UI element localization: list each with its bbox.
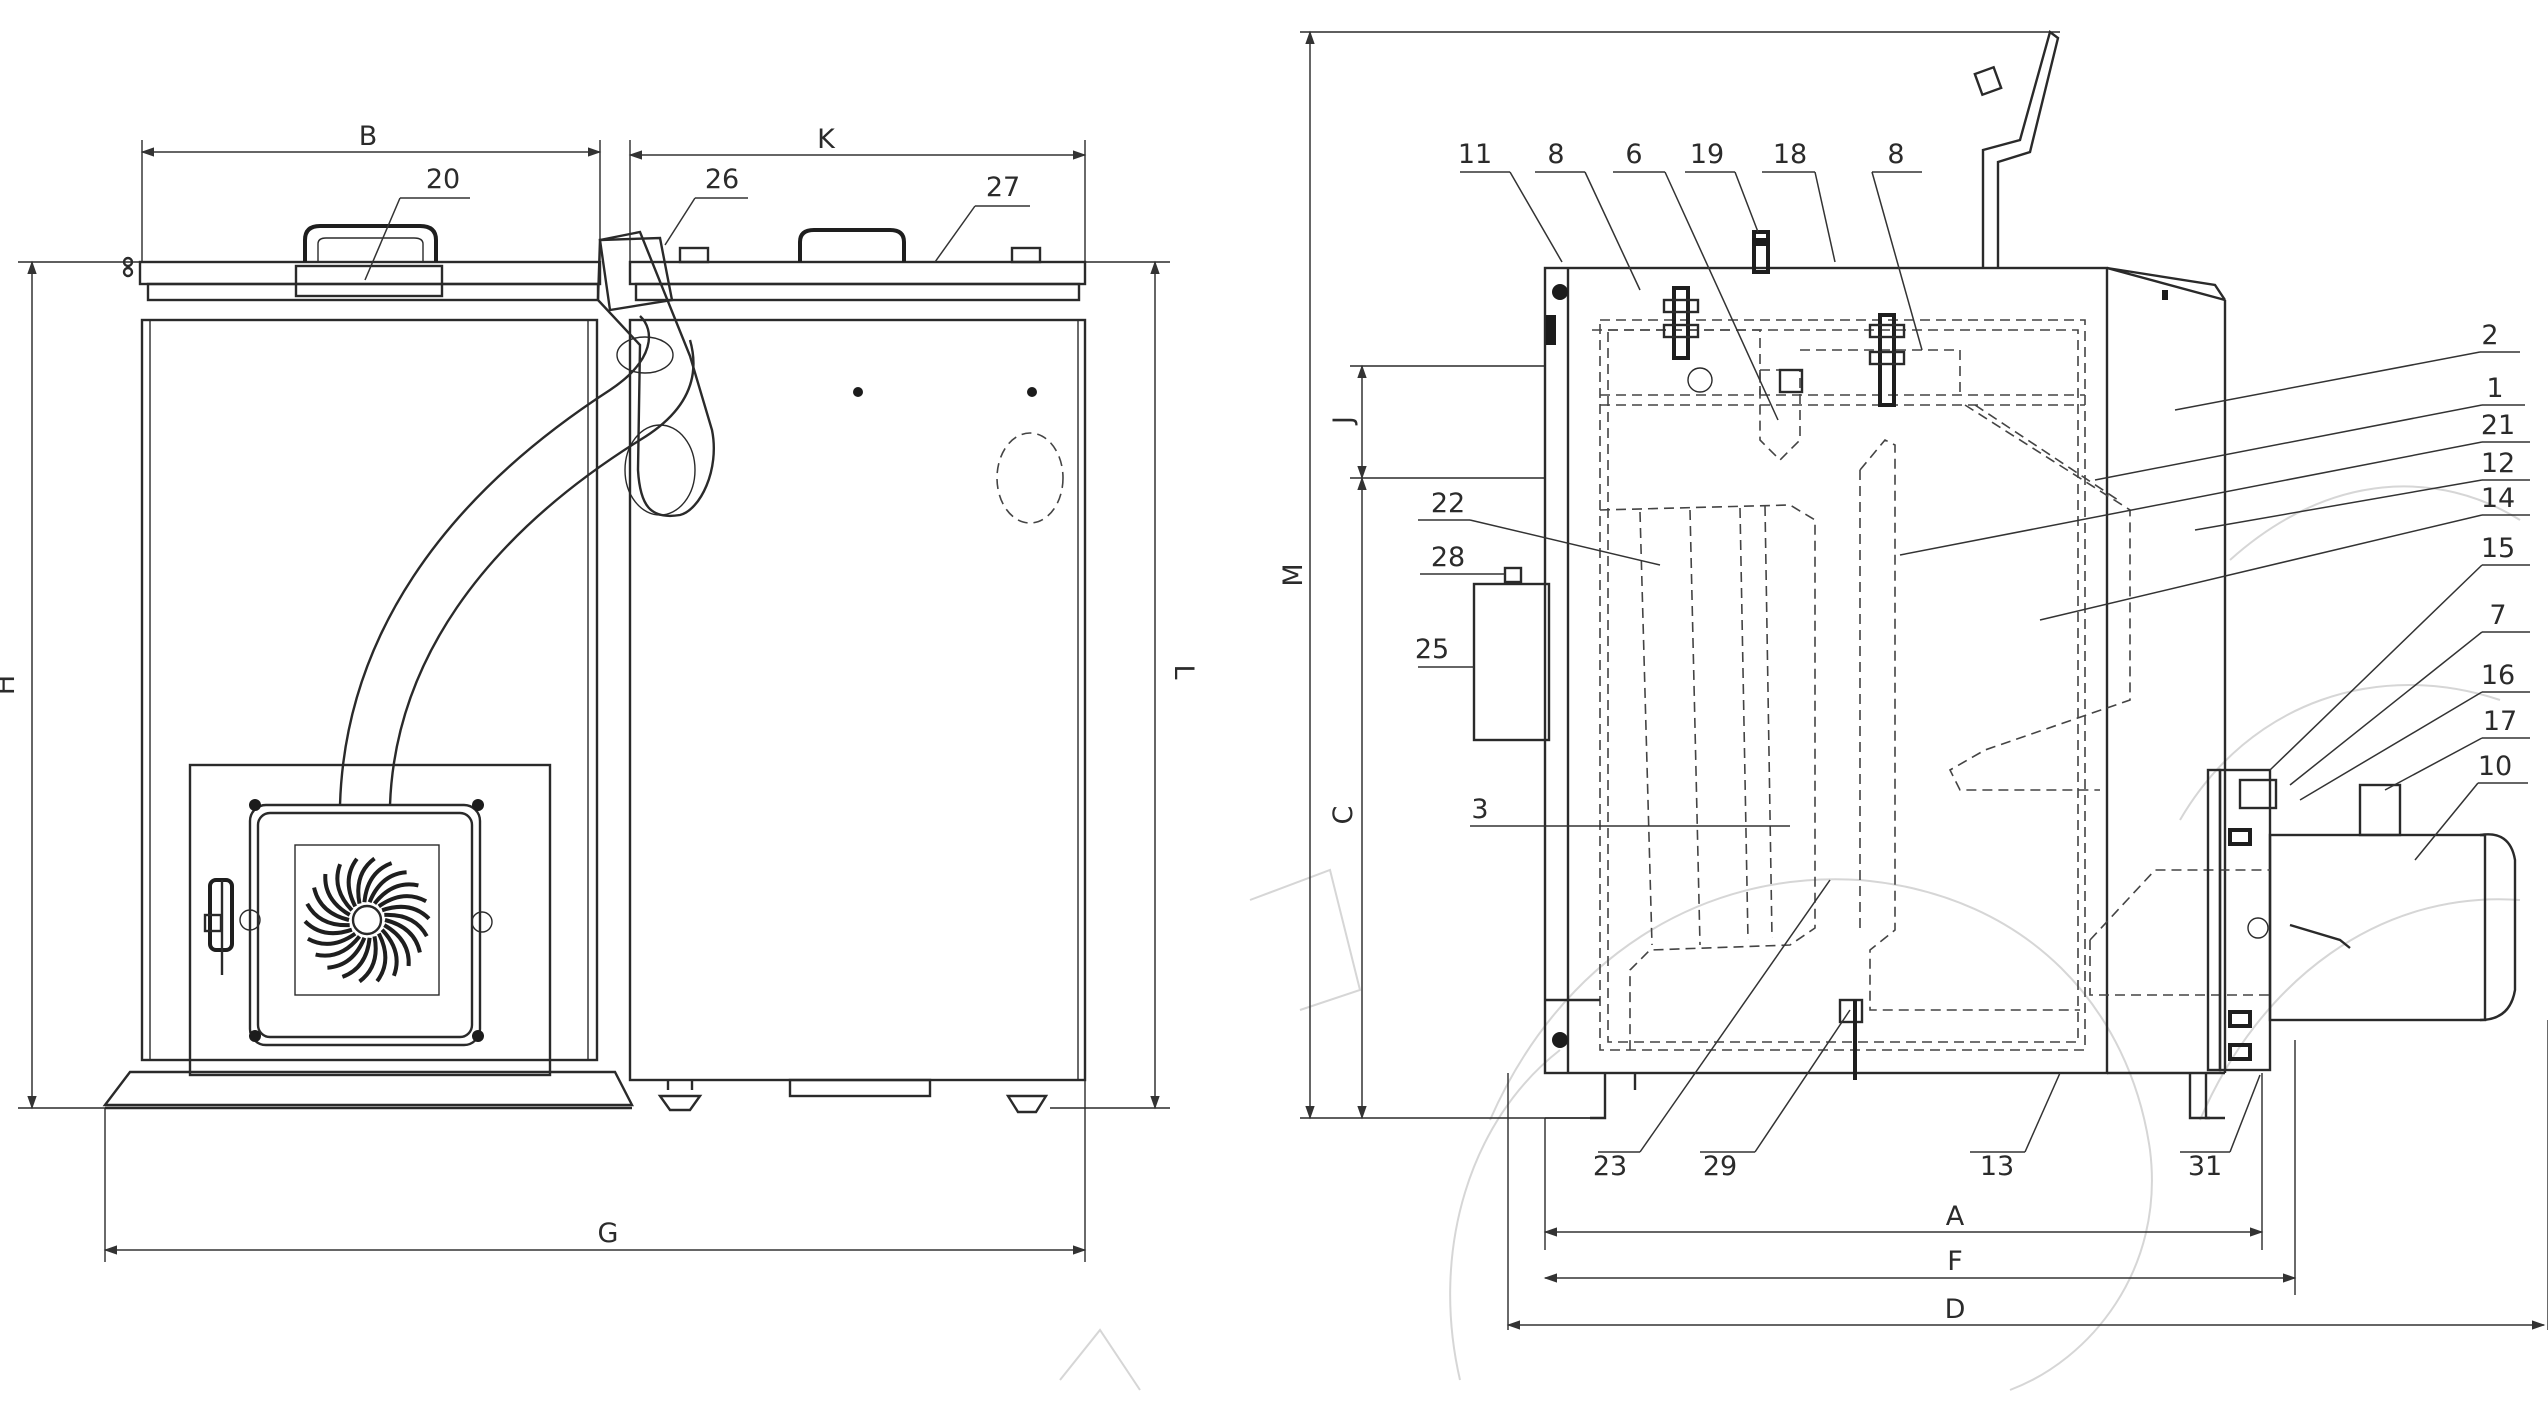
callout-12: 12	[2481, 448, 2515, 479]
callout-27: 27	[986, 172, 1020, 203]
callout-13: 13	[1980, 1151, 2014, 1182]
dimension-c-label: C	[1328, 806, 1359, 825]
fan-blade	[372, 882, 419, 905]
callout-8a: 8	[1547, 139, 1564, 170]
front-view: B K H L G 20 26 27	[0, 121, 1199, 1262]
dimension-j-label: J	[1328, 416, 1359, 426]
callout-19: 19	[1690, 139, 1724, 170]
callout-21: 21	[2481, 410, 2515, 441]
fan-blade	[335, 863, 354, 912]
callout-26: 26	[705, 164, 739, 195]
callout-2: 2	[2481, 320, 2498, 351]
callout-29: 29	[1703, 1151, 1737, 1182]
fan-blade	[375, 932, 388, 983]
burner-housing	[188, 763, 552, 1077]
callout-22: 22	[1431, 488, 1465, 519]
side-view: M J C A F D 11 8 6 19 18 8 2 1 21	[1278, 29, 2548, 1330]
callout-7: 7	[2489, 600, 2506, 631]
fan-blade	[383, 923, 411, 967]
dimension-g-label: G	[598, 1218, 619, 1249]
fan-blade	[306, 931, 357, 946]
callout-14: 14	[2481, 483, 2515, 514]
valve-icon	[1868, 313, 1906, 407]
callout-15: 15	[2481, 533, 2515, 564]
dimension-b-label: B	[359, 121, 378, 152]
fan-blade	[367, 870, 407, 903]
sensor-icon	[1752, 230, 1770, 274]
front-callouts: 20 26 27	[364, 164, 1030, 281]
callout-31: 31	[2188, 1151, 2222, 1182]
callout-20: 20	[426, 164, 460, 195]
callout-17: 17	[2483, 706, 2517, 737]
callout-6: 6	[1625, 139, 1642, 170]
control-box	[1472, 582, 1551, 742]
dimension-m-label: M	[1278, 563, 1309, 586]
callout-1: 1	[2486, 373, 2503, 404]
fan-blade	[303, 919, 353, 936]
fan-blade	[305, 902, 350, 928]
feed-pipe	[338, 230, 715, 806]
callout-10: 10	[2478, 751, 2512, 782]
side-callouts: 11 8 6 19 18 8 2 1 21 12 14 15 7	[1415, 139, 2530, 1182]
fan-blade	[346, 857, 359, 908]
dimension-f-label: F	[1947, 1246, 1963, 1277]
boiler-front	[628, 228, 1087, 1114]
side-dimensions: M J C A F D	[1278, 30, 2548, 1330]
callout-3: 3	[1471, 794, 1488, 825]
callout-11: 11	[1458, 139, 1492, 170]
dimension-h-label: H	[0, 675, 21, 695]
callout-18: 18	[1773, 139, 1807, 170]
fan-blade	[323, 873, 351, 917]
fan-icon	[303, 856, 431, 984]
fan-blade	[384, 912, 429, 938]
callout-16: 16	[2481, 660, 2515, 691]
burner-side	[2089, 768, 2517, 1120]
base-plate	[102, 1070, 634, 1107]
callout-25: 25	[1415, 634, 1449, 665]
fan-blade	[377, 894, 428, 909]
callout-8b: 8	[1887, 139, 1904, 170]
dimension-l-label: L	[1168, 664, 1199, 679]
callout-23: 23	[1593, 1151, 1627, 1182]
callout-28: 28	[1431, 542, 1465, 573]
fan-blade	[358, 936, 378, 984]
fan-blade	[384, 918, 422, 953]
dimension-a-label: A	[1946, 1201, 1965, 1232]
pellet-hopper	[122, 224, 602, 1062]
fan-blade	[356, 856, 376, 904]
fan-blade	[312, 887, 350, 922]
dimension-d-label: D	[1945, 1294, 1966, 1325]
fan-blade	[341, 937, 372, 979]
fan-blade	[380, 928, 399, 977]
flue-rod	[1981, 29, 2060, 268]
fan-blade	[362, 861, 393, 903]
boiler-casing	[1543, 266, 2109, 1075]
valve-icon	[1662, 286, 1700, 360]
fan-blade	[315, 935, 362, 958]
boiler-lid-handle	[798, 228, 906, 262]
fan-blade	[327, 937, 367, 970]
dimension-k-label: K	[817, 124, 836, 155]
front-dimensions: B K H L G	[0, 121, 1199, 1262]
fan-blade	[381, 904, 431, 921]
hopper-lid-handle	[303, 224, 438, 262]
